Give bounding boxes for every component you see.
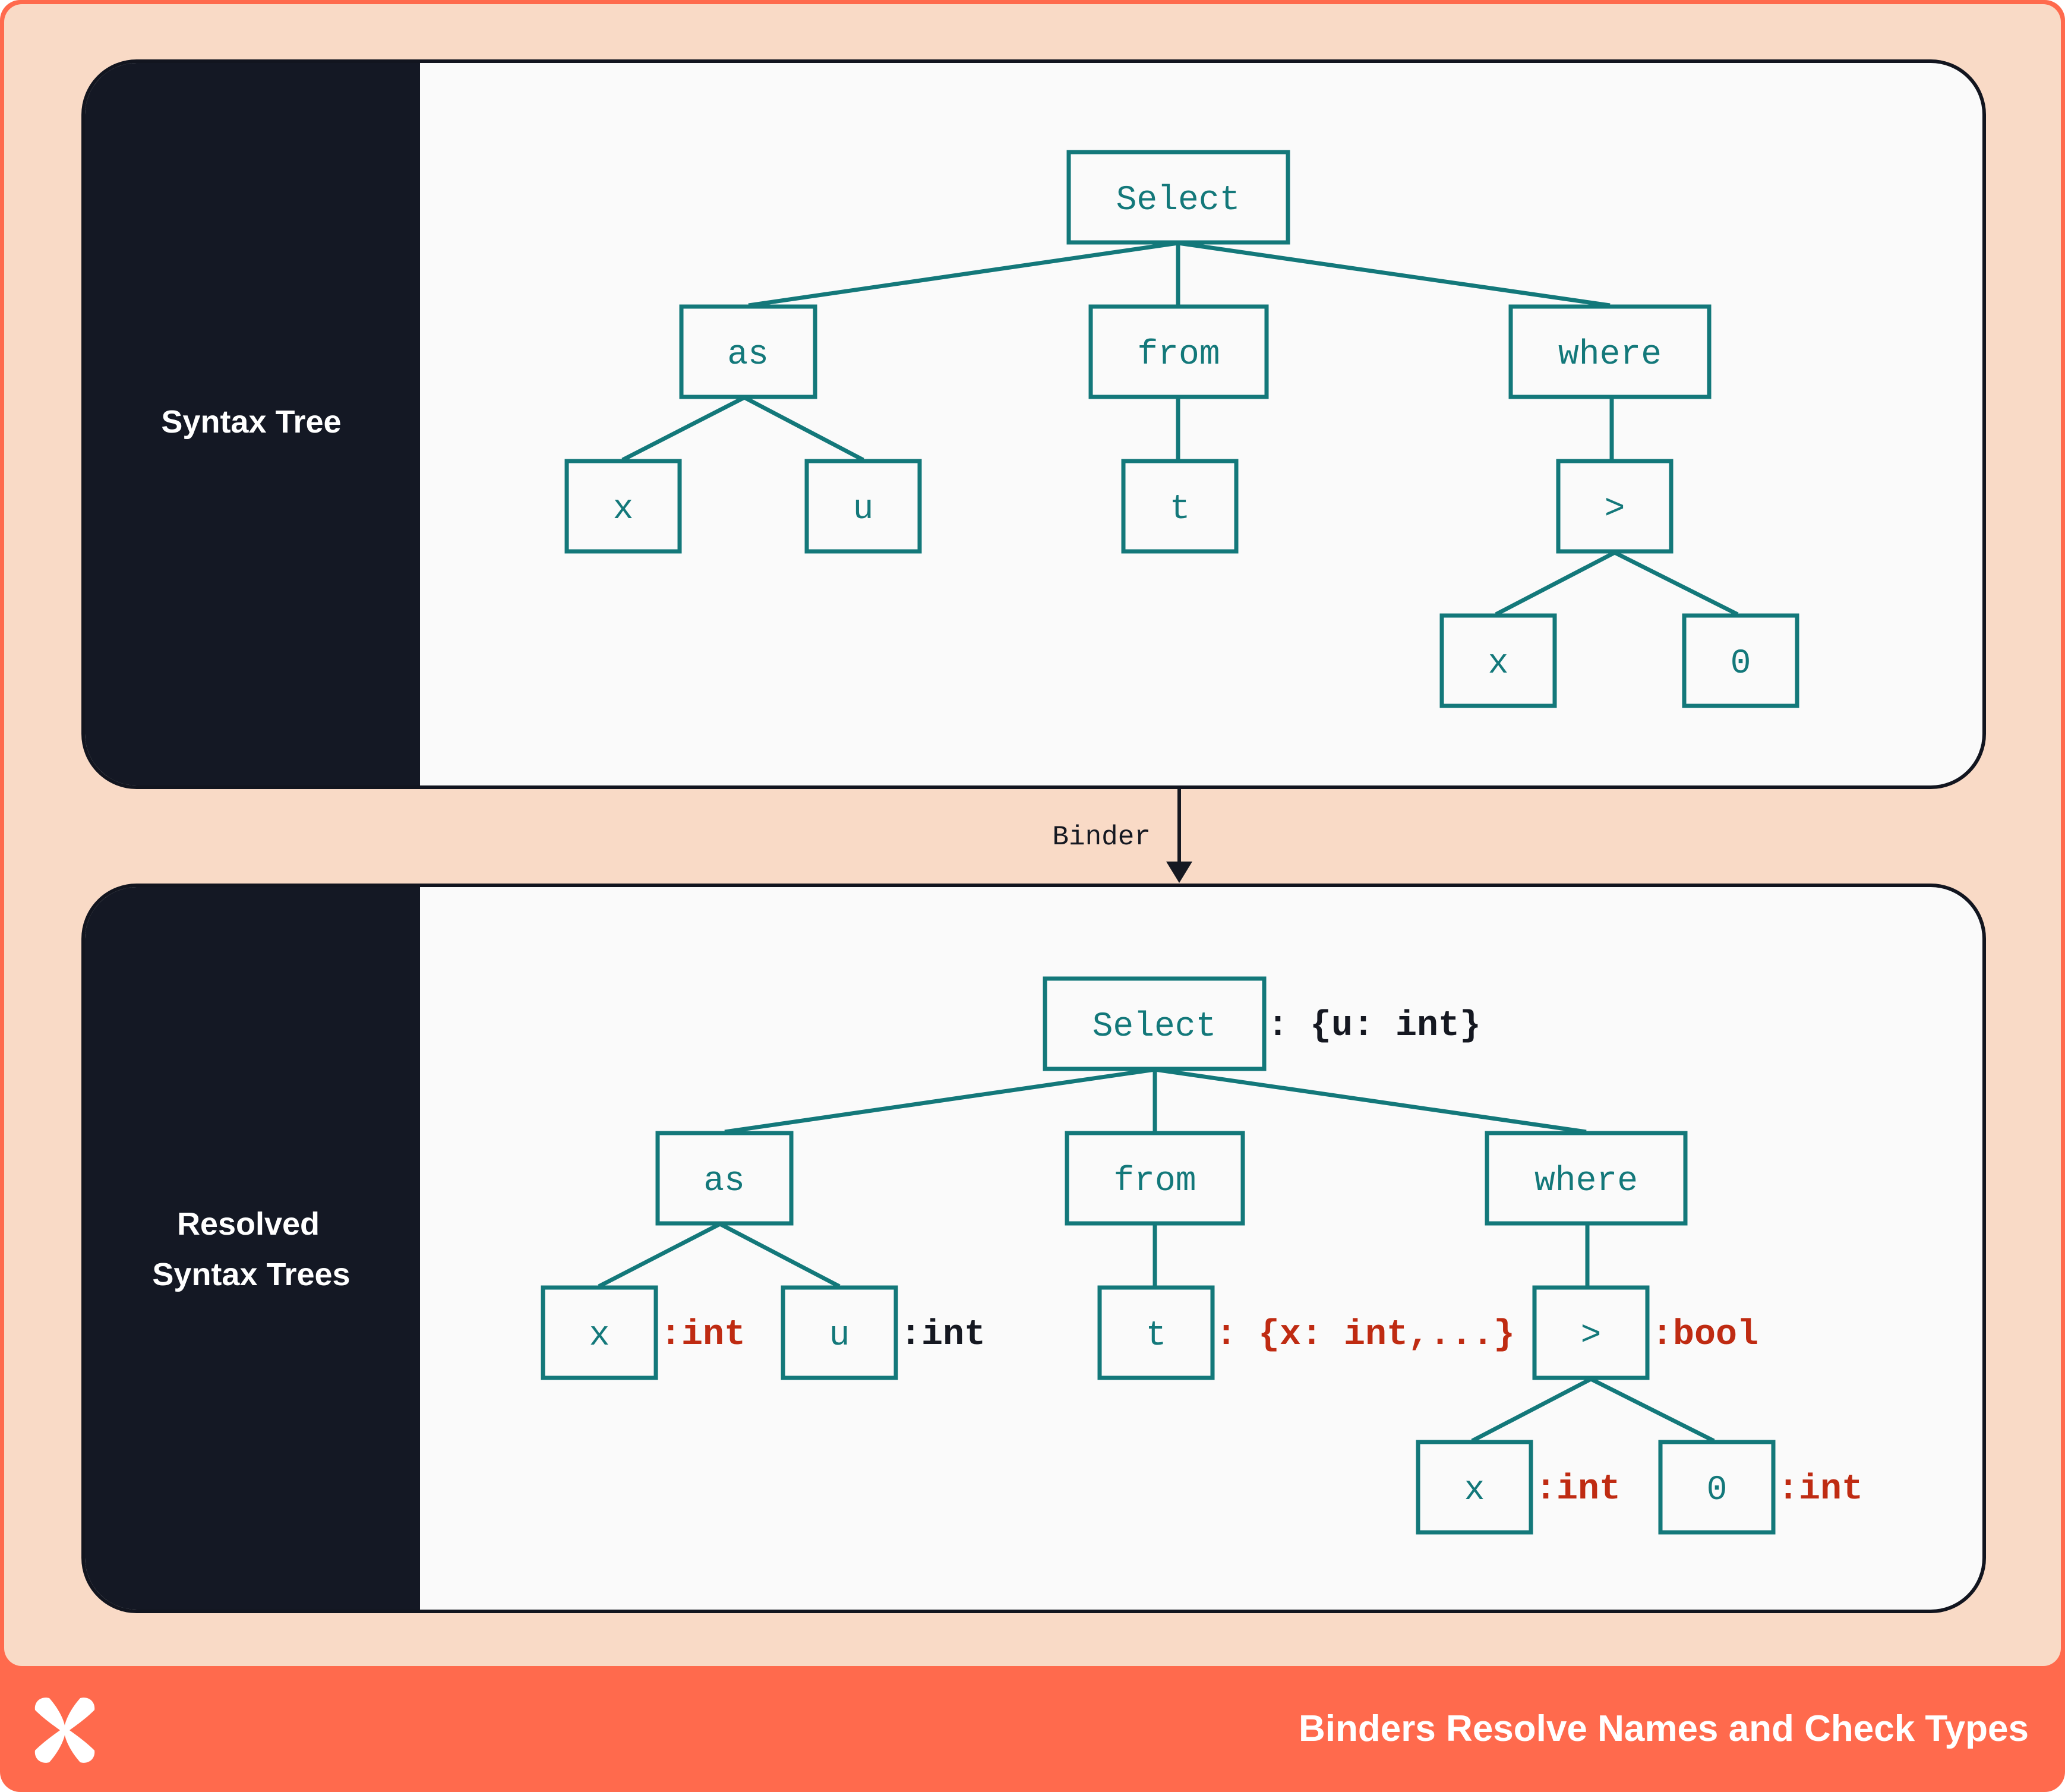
edge-select-as — [724, 1067, 1155, 1134]
node-from: from — [1088, 304, 1269, 399]
node-t: t — [1121, 459, 1239, 554]
node-select: Select — [1043, 976, 1267, 1071]
binder-arrow: Binder — [1052, 788, 1192, 883]
node-gt: > — [1556, 459, 1674, 554]
type-annotation-t: : {x: int,...} — [1215, 1315, 1515, 1355]
resolved-tree-edges — [598, 1067, 1715, 1443]
node-label: from — [1113, 1162, 1196, 1201]
footer-title: Binders Resolve Names and Check Types — [1299, 1708, 2029, 1749]
node-label: u — [853, 490, 874, 529]
node-label: 0 — [1731, 645, 1751, 683]
node-x2: x — [1416, 1440, 1533, 1535]
node-gt: > — [1532, 1285, 1650, 1380]
node-t: t — [1097, 1285, 1215, 1380]
syntax-tree-edges — [621, 241, 1739, 617]
node-label: where — [1558, 336, 1662, 374]
node-x2: x — [1439, 613, 1557, 708]
type-annotation-zero: :int — [1777, 1469, 1863, 1510]
edge-as-x — [598, 1222, 721, 1289]
resolved-tree-title-line-2: Syntax Trees — [152, 1257, 350, 1292]
node-x: x — [564, 459, 682, 554]
node-as: as — [655, 1131, 794, 1226]
node-label: from — [1137, 336, 1220, 374]
node-label: x — [589, 1317, 610, 1355]
resolved-tree-panel: Resolved Syntax Trees Select — [81, 884, 1986, 1613]
x-logo-icon — [34, 1698, 95, 1763]
node-select: Select — [1066, 150, 1290, 245]
node-label: Select — [1116, 181, 1240, 220]
type-annotation-x: :int — [660, 1315, 746, 1355]
node-label: where — [1534, 1162, 1638, 1201]
binder-arrow-head — [1166, 862, 1192, 883]
node-label: as — [727, 336, 769, 374]
edge-select-as — [748, 241, 1179, 308]
edge-as-u — [719, 1222, 841, 1289]
node-label: x — [613, 490, 634, 529]
edge-select-where — [1177, 241, 1611, 308]
resolved-tree-title-line-1: Resolved — [177, 1206, 320, 1242]
binder-label: Binder — [1052, 822, 1151, 853]
edge-select-where — [1154, 1067, 1587, 1134]
node-u: u — [781, 1285, 898, 1380]
node-zero: 0 — [1658, 1440, 1776, 1535]
node-label: x — [1488, 645, 1509, 683]
node-x: x — [541, 1285, 658, 1380]
footer: Binders Resolve Names and Check Types — [34, 1698, 2029, 1763]
node-from: from — [1065, 1131, 1245, 1226]
node-label: u — [829, 1317, 850, 1355]
node-label: as — [703, 1162, 745, 1201]
type-annotation-x2: :int — [1535, 1469, 1621, 1510]
type-annotation-gt: :bool — [1652, 1315, 1758, 1355]
node-u: u — [804, 459, 922, 554]
type-annotation-u: :int — [900, 1315, 986, 1355]
edge-gt-zero — [1614, 550, 1739, 617]
resolved-tree-panel-box — [81, 884, 1986, 1613]
type-annotation-select: : {u: int} — [1267, 1006, 1481, 1046]
type-annotations: : {u: int} :int :int : {x: int,...} :boo… — [660, 1006, 1863, 1510]
edge-as-u — [743, 395, 864, 462]
edge-gt-zero — [1590, 1377, 1715, 1443]
node-label: 0 — [1707, 1471, 1728, 1510]
syntax-tree-title: Syntax Tree — [161, 404, 341, 440]
node-as: as — [679, 304, 817, 399]
syntax-tree-panel: Syntax Tree Select as — [81, 59, 1986, 789]
node-label: > — [1581, 1317, 1602, 1355]
resolved-tree-sidebar — [85, 887, 420, 1610]
edge-as-x — [621, 395, 746, 462]
node-where: where — [1485, 1131, 1688, 1226]
node-label: Select — [1093, 1008, 1217, 1046]
node-label: t — [1170, 490, 1191, 529]
edge-gt-x — [1495, 550, 1616, 617]
node-zero: 0 — [1682, 613, 1799, 708]
edge-gt-x — [1471, 1377, 1592, 1443]
syntax-tree-sidebar — [85, 63, 420, 785]
node-label: > — [1605, 490, 1625, 529]
node-label: x — [1464, 1471, 1485, 1510]
node-where: where — [1508, 304, 1712, 399]
node-label: t — [1146, 1317, 1167, 1355]
